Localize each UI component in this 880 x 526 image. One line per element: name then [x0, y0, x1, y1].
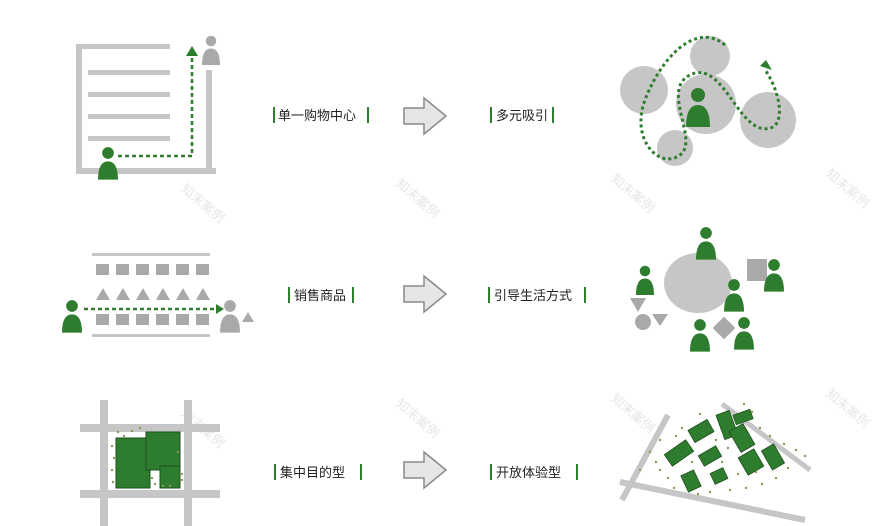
row2-left-illustration [62, 253, 254, 337]
row2-right-illustration [630, 227, 784, 352]
row1-left-illustration [76, 35, 220, 180]
row1-right-label: 多元吸引 [490, 107, 554, 124]
row3-right-label-text: 开放体验型 [496, 465, 561, 481]
row2-right-label-text: 引导生活方式 [494, 288, 572, 304]
watermark: 知末案例 [822, 386, 872, 432]
row1-right-illustration [620, 35, 796, 166]
person-icon [690, 319, 710, 352]
watermark: 知末案例 [177, 181, 227, 227]
arrow-icon [403, 96, 448, 136]
arrow-icon [403, 450, 448, 490]
person-icon [220, 300, 240, 333]
watermark: 知末案例 [392, 396, 442, 442]
person-icon [202, 35, 220, 65]
watermark: 知末案例 [607, 391, 657, 437]
watermark: 知末案例 [822, 166, 872, 212]
watermark: 知末案例 [392, 176, 442, 222]
person-icon [696, 227, 716, 260]
person-icon [636, 265, 654, 295]
row2-left-label: 销售商品 [288, 287, 354, 304]
person-icon [734, 317, 754, 350]
row1-left-label: 单一购物中心 [273, 107, 369, 124]
watermarks: 知末案例 知末案例 知末案例 知末案例 知末案例 知末案例 知末案例 知末案例 [177, 166, 872, 452]
row3-right-illustration [619, 402, 812, 523]
row3-right-label: 开放体验型 [490, 464, 578, 481]
row3-left-label-text: 集中目的型 [280, 465, 345, 481]
person-icon [62, 300, 82, 333]
row2-left-label-text: 销售商品 [294, 288, 346, 304]
row1-right-label-text: 多元吸引 [496, 108, 548, 124]
arrow-icon [403, 274, 448, 314]
row3-left-illustration [80, 400, 220, 526]
row2-right-label: 引导生活方式 [488, 287, 586, 304]
row3-left-label: 集中目的型 [274, 464, 362, 481]
watermark: 知末案例 [607, 171, 657, 217]
row1-left-label-text: 单一购物中心 [278, 108, 356, 124]
person-icon [98, 147, 118, 180]
